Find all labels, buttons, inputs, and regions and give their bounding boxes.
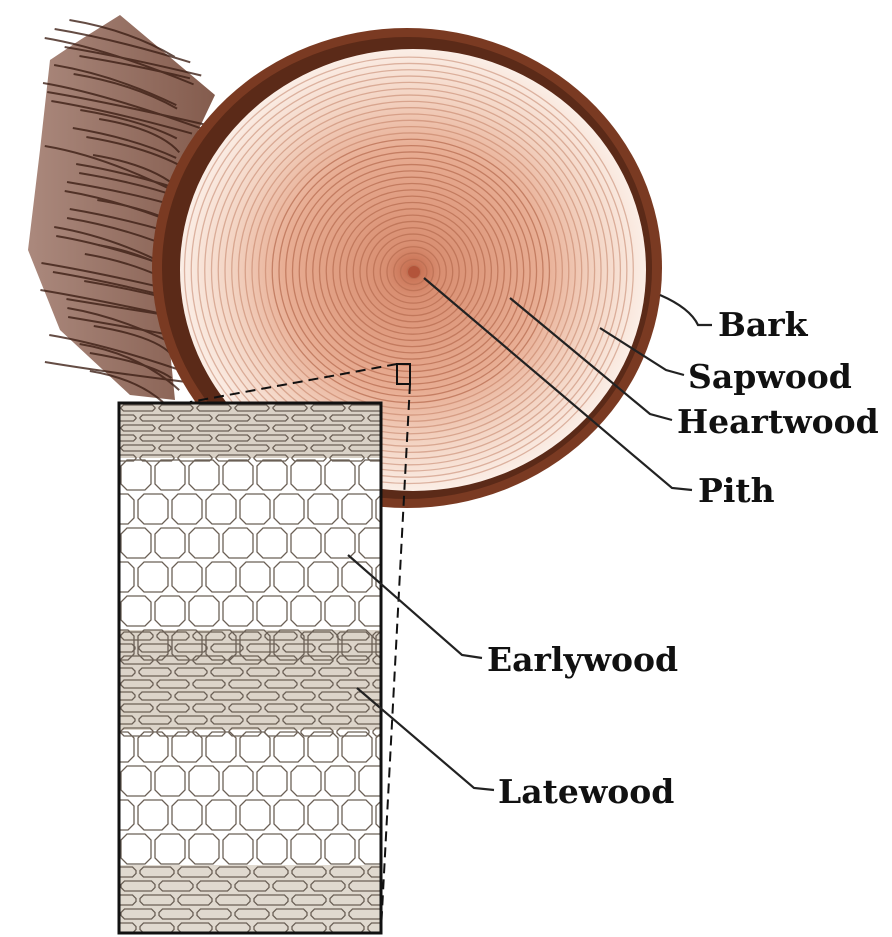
label-sapwood: Sapwood [688,357,852,396]
label-heartwood: Heartwood [677,402,879,441]
pith-center [408,266,420,278]
label-latewood: Latewood [498,772,674,811]
label-pith: Pith [698,471,775,510]
leader-bark [660,295,712,325]
label-earlywood: Earlywood [487,640,678,679]
label-bark: Bark [718,305,809,344]
magnified-cell-panel [102,403,406,933]
